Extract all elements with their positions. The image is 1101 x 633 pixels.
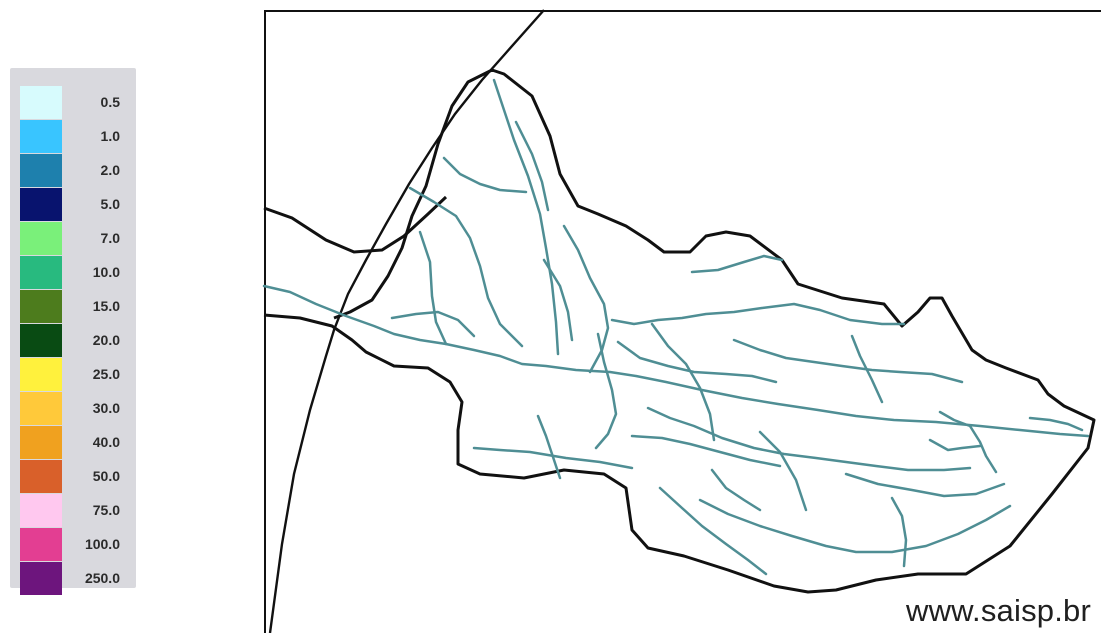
legend-swatch (20, 460, 62, 493)
legend-item-100-0: 100.0 (20, 528, 130, 562)
legend-item-250-0: 250.0 (20, 562, 130, 596)
legend-swatch (20, 120, 62, 153)
legend-item-1-0: 1.0 (20, 120, 130, 154)
legend-swatch (20, 494, 62, 527)
legend-swatch (20, 528, 62, 561)
legend-label: 50.0 (92, 468, 120, 484)
legend-item-40-0: 40.0 (20, 426, 130, 460)
state-boundary (263, 195, 448, 254)
legend-swatch (20, 392, 62, 425)
legend-item-20-0: 20.0 (20, 324, 130, 358)
legend-swatch (20, 290, 62, 323)
legend-label: 75.0 (92, 502, 120, 518)
legend-swatch (20, 154, 62, 187)
basin-outline (263, 68, 1096, 594)
legend-swatch (20, 358, 62, 391)
legend-swatch (20, 562, 62, 595)
legend-item-30-0: 30.0 (20, 392, 130, 426)
legend-item-25-0: 25.0 (20, 358, 130, 392)
legend-label: 2.0 (100, 162, 120, 178)
legend-label: 20.0 (92, 332, 120, 348)
map-frame (264, 10, 1101, 633)
legend-label: 100.0 (84, 536, 120, 552)
legend-label: 0.5 (100, 94, 120, 110)
legend-item-50-0: 50.0 (20, 460, 130, 494)
website-watermark: www.saisp.br (905, 593, 1091, 628)
river-network (262, 78, 1090, 576)
legend-swatch (20, 426, 62, 459)
legend-item-7-0: 7.0 (20, 222, 130, 256)
legend-item-2-0: 2.0 (20, 154, 130, 188)
legend-swatch (20, 86, 62, 119)
precipitation-legend: 0.5 1.0 2.0 5.0 7.0 10.0 15.0 20.0 25.0 … (10, 68, 136, 595)
legend-item-5-0: 5.0 (20, 188, 130, 222)
legend-label: 15.0 (92, 298, 120, 314)
legend-swatch (20, 256, 62, 289)
legend-label: 10.0 (92, 264, 120, 280)
legend-label: 7.0 (100, 230, 120, 246)
legend-swatch (20, 324, 62, 357)
arc-boundary (268, 9, 545, 633)
legend-item-10-0: 10.0 (20, 256, 130, 290)
legend-swatch (20, 222, 62, 255)
legend-label: 30.0 (92, 400, 120, 416)
legend-item-0-5: 0.5 (20, 86, 130, 120)
legend-label: 25.0 (92, 366, 120, 382)
legend-label: 1.0 (100, 128, 120, 144)
legend-label: 250.0 (84, 570, 120, 586)
legend-label: 5.0 (100, 196, 120, 212)
legend-item-15-0: 15.0 (20, 290, 130, 324)
legend-swatch (20, 188, 62, 221)
legend-item-75-0: 75.0 (20, 494, 130, 528)
legend-label: 40.0 (92, 434, 120, 450)
